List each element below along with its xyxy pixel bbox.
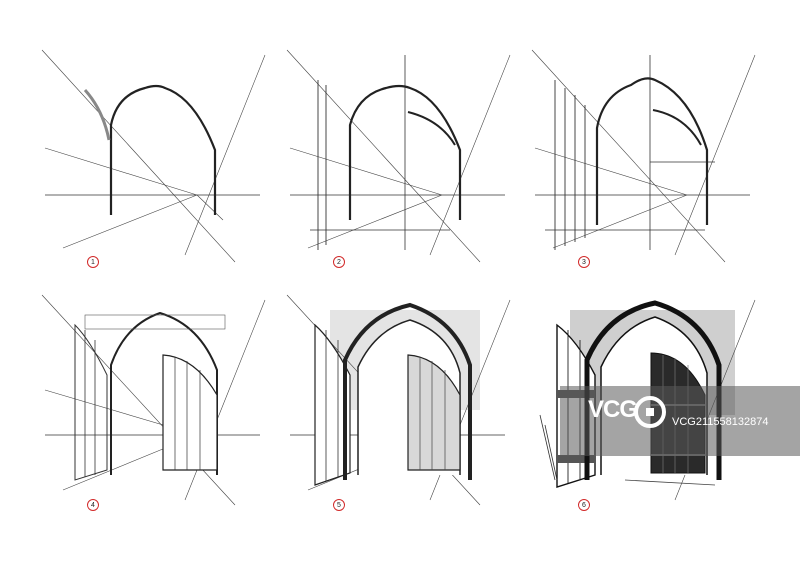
step-2-drawing bbox=[286, 49, 511, 263]
step-4-drawing bbox=[41, 294, 266, 506]
step-3-drawing bbox=[531, 49, 756, 263]
watermark: VCG VCG211558132874 bbox=[560, 386, 800, 456]
step-badge-3: 3 bbox=[578, 256, 590, 268]
step-badge-1: 1 bbox=[87, 256, 99, 268]
watermark-logo: VCG bbox=[588, 396, 638, 423]
step-badge-5: 5 bbox=[333, 499, 345, 511]
step-badge-4: 4 bbox=[87, 499, 99, 511]
step-5-drawing bbox=[286, 294, 511, 506]
step-badge-6: 6 bbox=[578, 499, 590, 511]
step-badge-2: 2 bbox=[333, 256, 345, 268]
step-1-drawing bbox=[41, 49, 266, 263]
watermark-id: VCG211558132874 bbox=[672, 416, 769, 428]
watermark-mark-icon bbox=[634, 396, 666, 428]
